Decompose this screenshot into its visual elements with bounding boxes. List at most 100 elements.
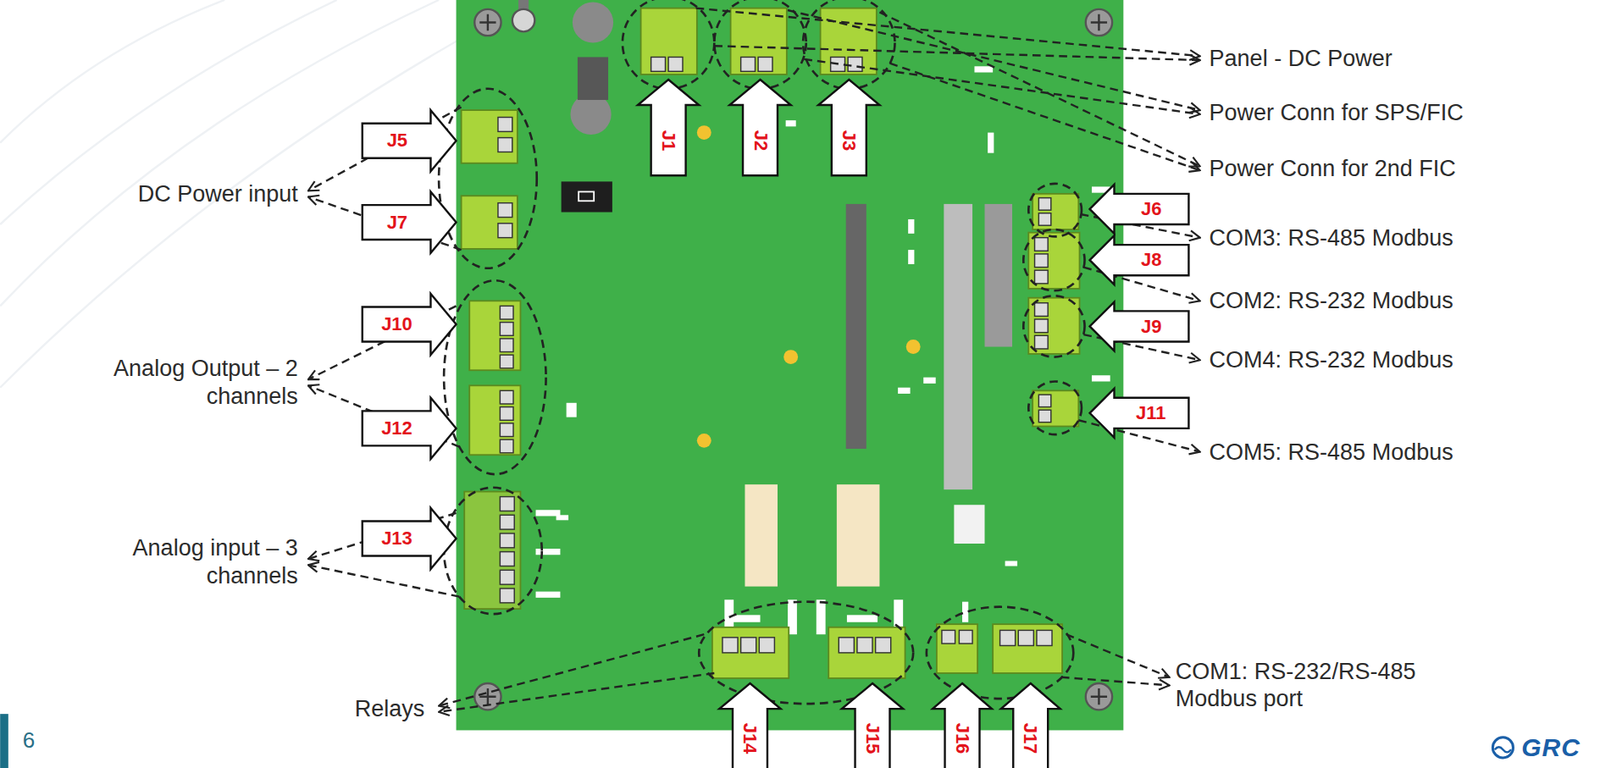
pad: [923, 377, 936, 384]
terminal-pin: [499, 322, 514, 337]
callout-number: J12: [381, 419, 413, 438]
terminal-block: [1032, 193, 1079, 230]
page-bar: [0, 714, 9, 768]
callout-number: J11: [1135, 404, 1167, 423]
terminal-pin: [1000, 630, 1016, 646]
terminal-blocks: [461, 8, 1080, 679]
terminal-pin: [941, 630, 956, 644]
callout-arrow: [932, 683, 992, 768]
header: [536, 592, 561, 598]
dashed-ellipse: [443, 280, 546, 475]
chip: [985, 204, 1014, 348]
leader-line: [879, 11, 1200, 167]
leader-line: [308, 564, 460, 597]
leader-lines: [308, 8, 1201, 713]
background-arcs: [0, 0, 531, 388]
terminal-block: [461, 195, 518, 250]
terminal-pin: [498, 203, 513, 218]
dashed-circle: [1028, 381, 1082, 435]
header: [536, 509, 561, 516]
small-parts: [536, 66, 1111, 635]
port-label: COM4: RS-232 Modbus: [1209, 346, 1454, 374]
callout-arrow: [637, 79, 699, 176]
callout-arrow: [362, 398, 457, 460]
terminal-pin: [1035, 335, 1049, 349]
inductor: [561, 181, 613, 212]
callout-number: J15: [863, 723, 882, 755]
header: [962, 602, 969, 623]
terminal-block: [464, 492, 521, 610]
terminal-pin: [1038, 394, 1051, 407]
header: [1091, 375, 1111, 382]
callout-number: J7: [387, 213, 408, 233]
callout-arrows: [362, 79, 1190, 768]
test-point: [783, 349, 798, 365]
terminal-block: [992, 624, 1063, 674]
terminal-pin: [498, 138, 513, 153]
terminal-pin: [499, 514, 515, 530]
test-point: [906, 339, 921, 355]
terminal-pin: [651, 56, 666, 72]
terminal-pin: [1035, 319, 1049, 333]
connector-label: Analog input – 3 channels: [44, 534, 299, 590]
leader-line: [438, 673, 715, 713]
regulator: [577, 56, 609, 100]
terminal-pin: [498, 223, 513, 239]
dashed-ellipse: [443, 487, 543, 615]
relay: [744, 484, 778, 587]
terminal-pin: [499, 497, 515, 512]
dashed-ellipse: [926, 607, 1074, 699]
terminal-pin: [499, 588, 515, 604]
port-label: COM1: RS-232/RS-485 Modbus port: [1175, 658, 1456, 714]
terminal-pin: [722, 637, 738, 654]
callout-arrow: [841, 683, 903, 768]
dashed-circle: [622, 0, 715, 89]
leader-line: [308, 106, 462, 191]
inductor-mark: [578, 191, 594, 201]
header: [974, 66, 993, 72]
callout-arrow: [818, 79, 880, 176]
connector-label: Analog Output – 2 channels: [44, 354, 299, 410]
port-label: COM5: RS-485 Modbus: [1209, 438, 1454, 466]
terminal-pin: [857, 637, 873, 654]
background-arc: [0, 0, 531, 388]
callout-arrow: [719, 683, 781, 768]
header: [987, 132, 994, 154]
leader-line: [438, 634, 704, 706]
terminal-pins: [498, 56, 1052, 653]
chip: [846, 204, 867, 449]
terminal-block: [1032, 390, 1079, 427]
pad: [897, 387, 910, 394]
connector-label: Relays: [354, 695, 426, 723]
callout-arrow: [362, 110, 457, 172]
terminal-pin: [499, 338, 514, 353]
dashed-ellipse: [698, 602, 914, 704]
group-outlines: [438, 0, 1085, 704]
diode: [816, 599, 826, 635]
pad: [786, 120, 797, 127]
terminal-pin: [1035, 303, 1049, 317]
callout-number: J9: [1140, 317, 1162, 337]
pad: [1005, 560, 1018, 566]
background-arc: [0, 0, 225, 144]
callout-number: J1: [658, 130, 678, 151]
screws: [474, 9, 1113, 711]
leader-line: [1061, 677, 1170, 687]
terminal-pin: [1038, 198, 1051, 211]
test-points: [697, 125, 921, 449]
terminal-block: [1028, 298, 1080, 355]
port-label: COM2: RS-232 Modbus: [1209, 287, 1454, 315]
callout-arrow: [1090, 302, 1190, 352]
port-label: COM3: RS-485 Modbus: [1209, 224, 1454, 252]
logo-text: GRC: [1521, 732, 1581, 764]
callout-number: J13: [381, 529, 413, 549]
component: [953, 504, 985, 544]
test-point: [697, 433, 712, 449]
callout-arrow: [362, 293, 457, 355]
terminal-pin: [875, 637, 892, 654]
callout-number: J3: [840, 130, 859, 151]
terminal-pin: [741, 56, 756, 72]
callout-number: J14: [740, 723, 759, 755]
dashed-circle: [1023, 295, 1085, 357]
